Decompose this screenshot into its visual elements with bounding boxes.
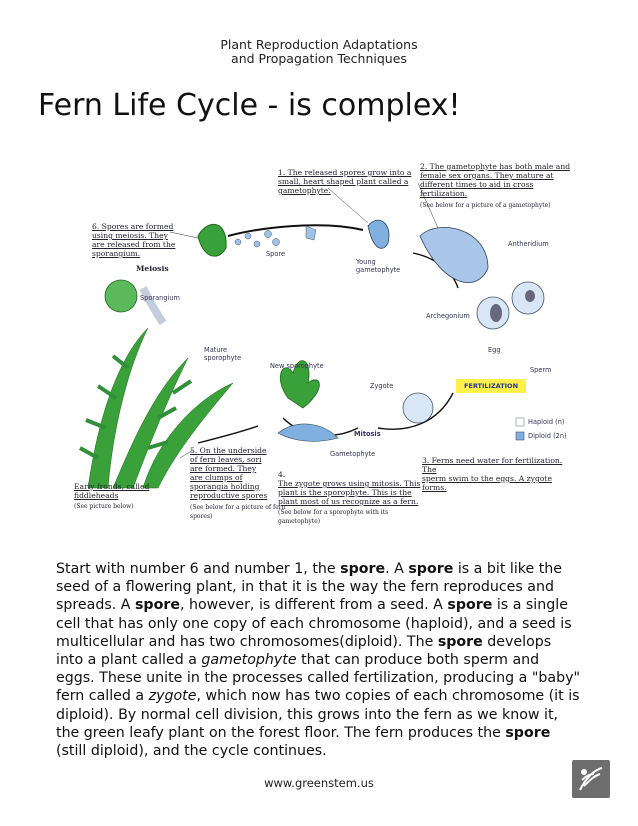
early-fronds-note: Early fronds, called fiddleheads (See pi…	[74, 482, 150, 510]
haploid-legend: Haploid (n)	[528, 418, 565, 426]
note-4: 4. The zygote grows using mitosis. This …	[278, 470, 421, 525]
zygote-label: Zygote	[370, 382, 394, 390]
keyword-spore: spore	[447, 597, 493, 614]
keyword-spore: spore	[340, 561, 386, 577]
keyword-gametophyte: gametophyte	[201, 652, 297, 669]
page-title: Fern Life Cycle - is complex!	[38, 88, 461, 123]
diagram-illustration	[79, 182, 545, 489]
mature-sporophyte-label: Mature sporophyte	[204, 346, 242, 362]
header-line-1: Plant Reproduction Adaptations	[220, 37, 418, 52]
keyword-zygote: zygote	[148, 688, 197, 705]
header-line-2: and Propagation Techniques	[231, 51, 407, 66]
page-header: Plant Reproduction Adaptations and Propa…	[0, 38, 638, 66]
fern-life-cycle-diagram: FERTILIZATION 1. The released spores gro…	[58, 158, 578, 538]
keyword-spore: spore	[408, 561, 454, 577]
body-paragraph: Start with number 6 and number 1, the sp…	[56, 561, 580, 760]
footer-url: www.greenstem.us	[264, 776, 374, 790]
egg-label: Egg	[488, 346, 501, 354]
mitosis-label: Mitosis	[354, 430, 381, 438]
note-2: 2. The gametophyte has both male and fem…	[420, 162, 571, 209]
keyword-spore: spore	[437, 633, 483, 650]
meiosis-label: Meiosis	[136, 264, 169, 273]
note-5: 5. On the underside of fern leaves, sori…	[190, 446, 286, 520]
fertilization-label: FERTILIZATION	[456, 379, 526, 393]
keyword-spore: spore	[134, 597, 180, 614]
diploid-legend: Diploid (2n)	[528, 432, 567, 440]
logo-icon	[572, 760, 610, 798]
sperm-label: Sperm	[530, 366, 552, 374]
note-6: 6. Spores are formed using meiosis. They…	[92, 222, 176, 258]
keyword-spore: spore	[505, 724, 551, 741]
note-3: 3. Ferns need water for fertilization. T…	[422, 456, 563, 492]
archegonium-label: Archegonium	[426, 312, 470, 320]
note-1: 1. The released spores grow into a small…	[278, 168, 412, 195]
spore-label: Spore	[266, 250, 286, 258]
young-gametophyte-label: Young gametophyte	[356, 258, 401, 274]
new-sporophyte-label: New sporophyte	[270, 362, 324, 370]
sporangium-label: Sporangium	[140, 294, 180, 302]
antheridium-label: Antheridium	[508, 240, 549, 248]
gametophyte-label: Gametophyte	[330, 450, 376, 458]
